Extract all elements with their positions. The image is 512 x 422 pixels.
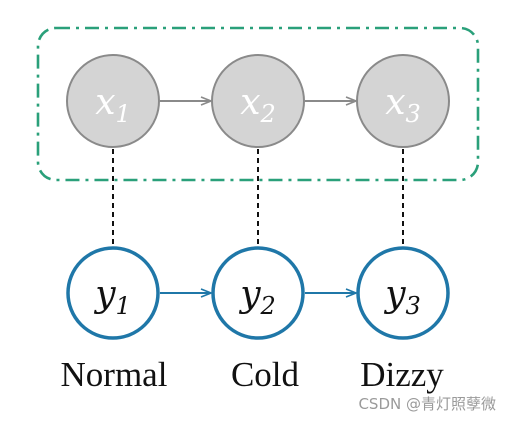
hidden-node-circle	[66, 54, 160, 148]
hidden-state-2: x2	[211, 54, 305, 148]
watermark: CSDN @青灯照孽微	[358, 395, 496, 413]
hidden-state-3: x3	[356, 54, 450, 148]
observed-state-1: y1	[66, 246, 160, 340]
observed-state-2: y2	[211, 246, 305, 340]
hidden-node-circle	[356, 54, 450, 148]
emission-links	[112, 149, 404, 249]
hidden-state-1: x1	[66, 54, 160, 148]
observed-node-circle	[211, 246, 305, 340]
observed-state-3: y3	[356, 246, 450, 340]
state-name-dizzy: Dizzy	[360, 355, 444, 394]
observed-node-label: y2	[238, 274, 276, 320]
state-name-cold: Cold	[231, 355, 300, 394]
hidden-node-circle	[211, 54, 305, 148]
observed-node-circle	[66, 246, 160, 340]
observed-node-label: y1	[93, 274, 131, 320]
hidden-group-border	[36, 26, 480, 182]
observed-node-circle	[356, 246, 450, 340]
hidden-node-label: x1	[95, 82, 131, 128]
hidden-node-label: x2	[240, 82, 276, 128]
observed-node-label: y3	[383, 274, 421, 320]
state-name-normal: Normal	[61, 355, 168, 394]
hidden-node-label: x3	[385, 82, 421, 128]
